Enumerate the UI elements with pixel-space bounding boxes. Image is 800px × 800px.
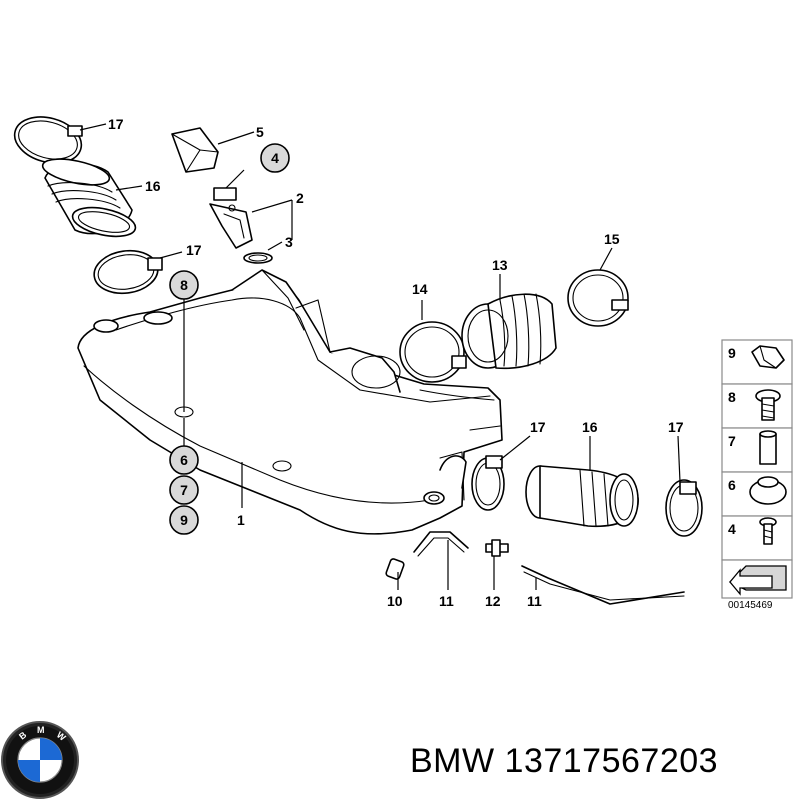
callout-17-right: 17 — [668, 419, 684, 435]
hose-11 — [413, 531, 685, 605]
screw-icon — [755, 389, 781, 421]
hose-clamp-17-center — [471, 455, 505, 511]
callout-17-center: 17 — [530, 419, 546, 435]
badge-6: 6 — [169, 445, 199, 475]
legend-panel: 9 8 7 6 4 — [721, 339, 793, 611]
callout-11-right: 11 — [527, 593, 542, 609]
badge-4: 4 — [260, 143, 290, 173]
svg-text:6: 6 — [180, 452, 188, 468]
callout-2: 2 — [296, 190, 304, 206]
legend-label-4: 4 — [728, 521, 736, 537]
callout-5: 5 — [256, 124, 264, 140]
callout-1: 1 — [237, 512, 245, 528]
callout-13: 13 — [492, 257, 508, 273]
connector-12 — [485, 539, 509, 557]
caption-brand: BMW — [410, 742, 495, 780]
part-number-caption: BMW 13717567203 — [410, 742, 718, 781]
hose-clamp-17-right — [665, 479, 703, 537]
legend-label-6: 6 — [728, 477, 736, 493]
callout-15: 15 — [604, 231, 620, 247]
arrow-emblem-icon — [728, 565, 787, 596]
rubber-cap-5 — [171, 127, 219, 173]
callout-12: 12 — [485, 593, 501, 609]
document-number: 00145469 — [728, 600, 773, 611]
callout-16-left: 16 — [145, 178, 161, 194]
clip-nut-icon — [751, 345, 785, 369]
legend-label-7: 7 — [728, 433, 736, 449]
hose-clamp-17-top — [13, 116, 83, 164]
air-intake-housing-1 — [77, 269, 503, 535]
callout-14: 14 — [412, 281, 428, 297]
grommet-icon — [749, 476, 787, 505]
plug-10 — [385, 558, 405, 580]
svg-text:B: B — [17, 729, 29, 741]
badge-9: 9 — [169, 505, 199, 535]
small-screw-icon — [759, 517, 777, 545]
intake-boot-16-left — [41, 158, 137, 238]
intake-boot-16-right — [525, 465, 639, 528]
hose-clamp-17-left — [93, 249, 163, 295]
callout-16-right: 16 — [582, 419, 598, 435]
callout-11-left: 11 — [439, 593, 454, 609]
air-mass-sensor-2 — [209, 187, 253, 249]
svg-text:4: 4 — [271, 150, 279, 166]
legend-label-8: 8 — [728, 389, 736, 405]
callout-3: 3 — [285, 234, 293, 250]
svg-text:7: 7 — [180, 482, 188, 498]
bmw-logo: B M W — [1, 721, 79, 799]
callout-10: 10 — [387, 593, 403, 609]
leader-lines — [79, 123, 681, 590]
callout-17-top: 17 — [108, 116, 124, 132]
svg-text:M: M — [37, 725, 45, 735]
callout-17-left: 17 — [186, 242, 202, 258]
caption-part-number: 13717567203 — [504, 742, 719, 780]
svg-text:9: 9 — [180, 512, 188, 528]
badge-7: 7 — [169, 475, 199, 505]
intake-boot-13 — [461, 293, 557, 370]
hose-clamp-14 — [399, 321, 467, 383]
gasket-3 — [243, 252, 273, 264]
hose-clamp-15 — [567, 269, 629, 327]
svg-text:8: 8 — [180, 277, 188, 293]
badge-8: 8 — [169, 270, 199, 300]
sleeve-icon — [759, 430, 777, 465]
legend-label-9: 9 — [728, 345, 736, 361]
